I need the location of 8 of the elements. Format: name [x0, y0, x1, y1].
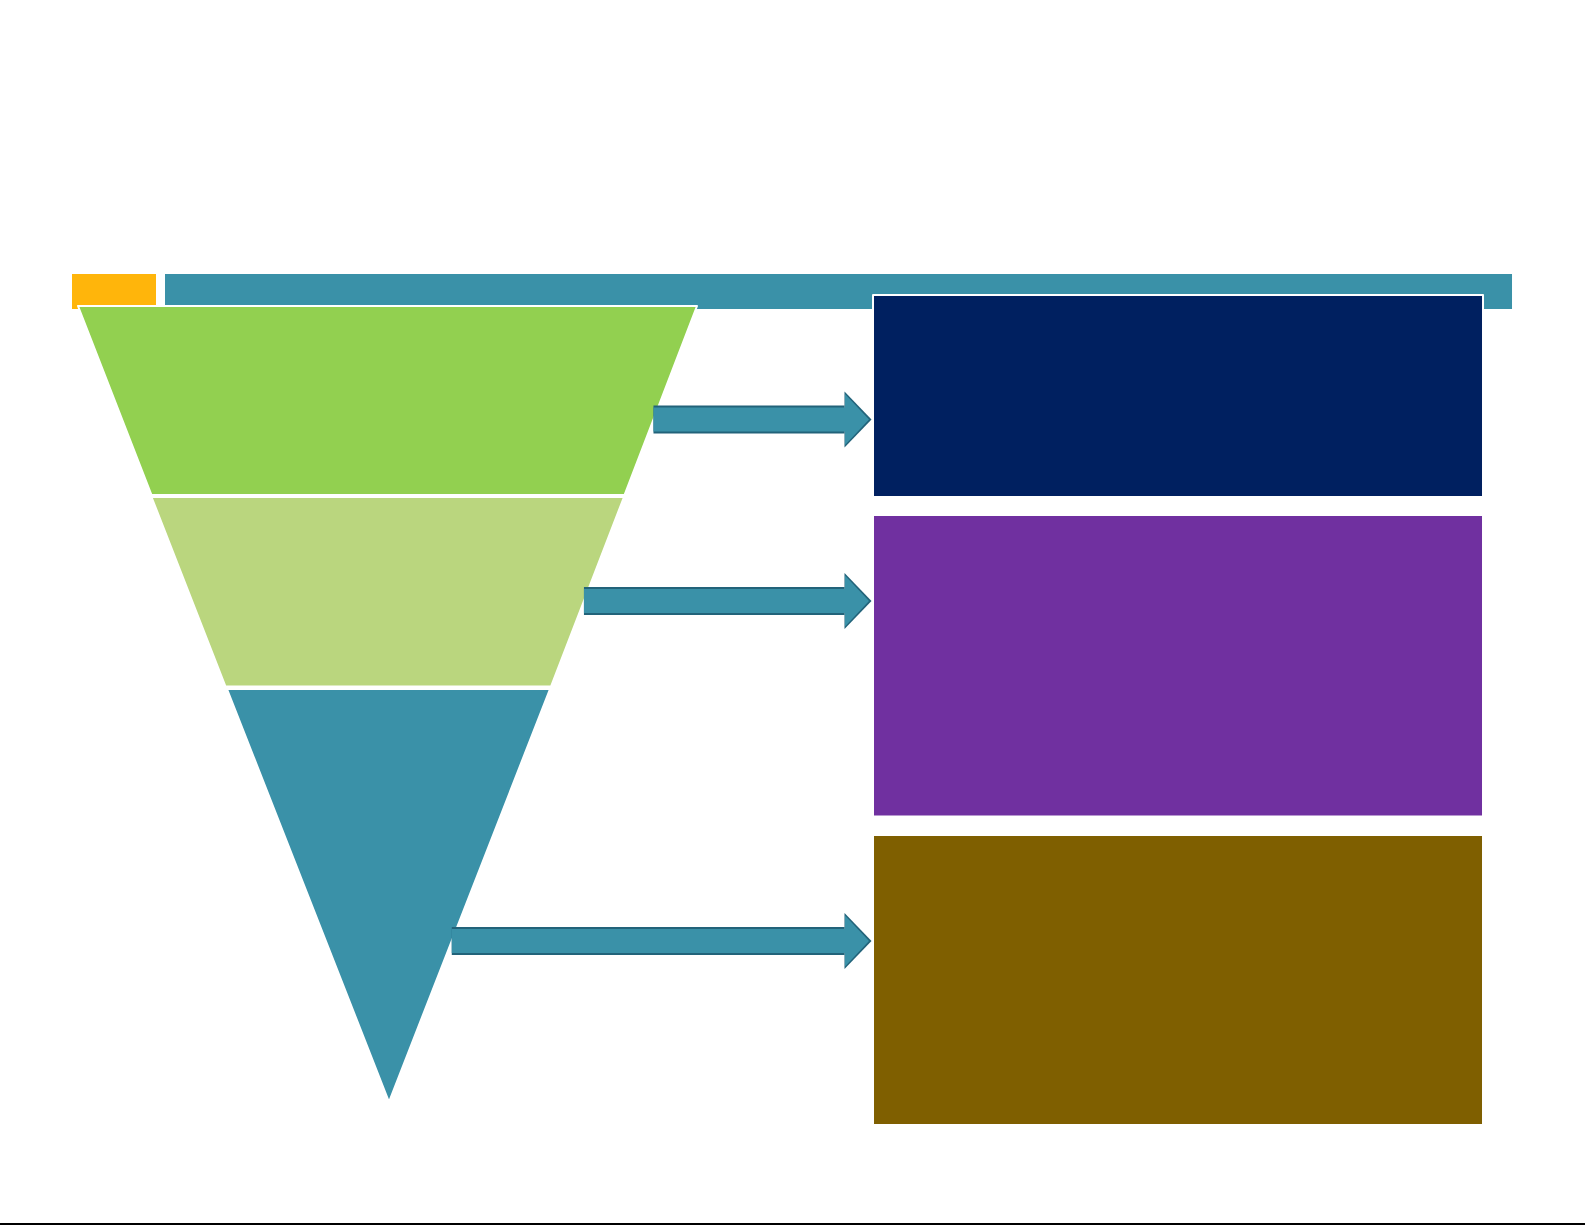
panel [872, 294, 1484, 498]
funnel-segment [77, 305, 698, 496]
block-arrow [583, 573, 872, 629]
panel [872, 834, 1484, 1126]
block-arrow [451, 913, 872, 969]
block-arrow [653, 391, 872, 448]
funnel-segment [150, 496, 625, 688]
panel [872, 514, 1484, 818]
